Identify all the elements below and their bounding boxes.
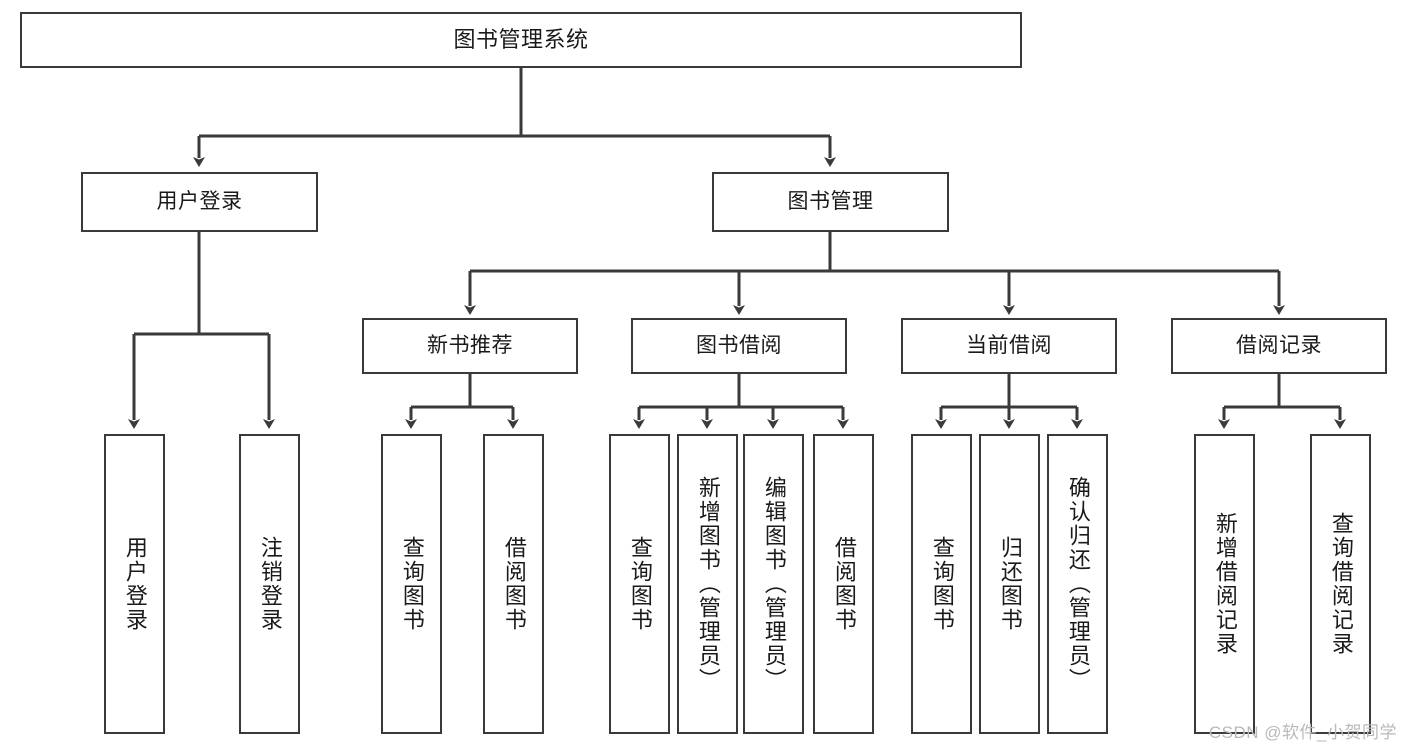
watermark: CSDN @软件_小贺同学 <box>1208 723 1397 742</box>
node-new-book-recommend[interactable]: 新书推荐 <box>362 318 578 374</box>
node-root-label: 图书管理系统 <box>453 27 589 53</box>
node-user-login-label: 用户登录 <box>156 189 243 213</box>
node-borrow-record[interactable]: 借阅记录 <box>1171 318 1387 374</box>
node-leaf-edit-book-admin[interactable]: 编辑图书（管理员） <box>743 434 804 734</box>
node-leaf-borrow-book-1-label: 借阅图书 <box>501 536 527 632</box>
node-book-borrow-label: 图书借阅 <box>696 333 782 357</box>
node-borrow-record-label: 借阅记录 <box>1236 333 1322 357</box>
node-current-borrow[interactable]: 当前借阅 <box>901 318 1117 374</box>
node-leaf-add-borrow-record[interactable]: 新增借阅记录 <box>1194 434 1255 734</box>
node-root[interactable]: 图书管理系统 <box>20 12 1022 68</box>
node-leaf-confirm-return-admin-label: 确认归还（管理员） <box>1065 476 1091 692</box>
node-leaf-query-borrow-record-label: 查询借阅记录 <box>1328 512 1354 656</box>
node-leaf-user-login-label: 用户登录 <box>122 536 148 632</box>
node-current-borrow-label: 当前借阅 <box>966 333 1052 357</box>
node-leaf-add-book-admin[interactable]: 新增图书（管理员） <box>677 434 738 734</box>
node-leaf-query-borrow-record[interactable]: 查询借阅记录 <box>1310 434 1371 734</box>
node-leaf-query-book-2-label: 查询图书 <box>627 536 653 632</box>
node-leaf-logout-login[interactable]: 注销登录 <box>239 434 300 734</box>
node-leaf-edit-book-admin-label: 编辑图书（管理员） <box>761 476 787 692</box>
node-user-login[interactable]: 用户登录 <box>81 172 318 232</box>
node-new-book-recommend-label: 新书推荐 <box>427 333 513 357</box>
node-leaf-user-login[interactable]: 用户登录 <box>104 434 165 734</box>
node-book-manage[interactable]: 图书管理 <box>712 172 949 232</box>
node-leaf-borrow-book-1[interactable]: 借阅图书 <box>483 434 544 734</box>
node-book-borrow[interactable]: 图书借阅 <box>631 318 847 374</box>
node-leaf-return-book[interactable]: 归还图书 <box>979 434 1040 734</box>
node-leaf-borrow-book-2-label: 借阅图书 <box>831 536 857 632</box>
node-leaf-query-book-3-label: 查询图书 <box>929 536 955 632</box>
node-leaf-add-borrow-record-label: 新增借阅记录 <box>1212 512 1238 656</box>
node-book-manage-label: 图书管理 <box>787 189 874 213</box>
node-leaf-query-book-1[interactable]: 查询图书 <box>381 434 442 734</box>
node-leaf-borrow-book-2[interactable]: 借阅图书 <box>813 434 874 734</box>
node-leaf-query-book-3[interactable]: 查询图书 <box>911 434 972 734</box>
node-leaf-add-book-admin-label: 新增图书（管理员） <box>695 476 721 692</box>
node-leaf-logout-login-label: 注销登录 <box>257 536 283 632</box>
node-leaf-confirm-return-admin[interactable]: 确认归还（管理员） <box>1047 434 1108 734</box>
node-leaf-return-book-label: 归还图书 <box>997 536 1023 632</box>
node-leaf-query-book-2[interactable]: 查询图书 <box>609 434 670 734</box>
node-leaf-query-book-1-label: 查询图书 <box>399 536 425 632</box>
